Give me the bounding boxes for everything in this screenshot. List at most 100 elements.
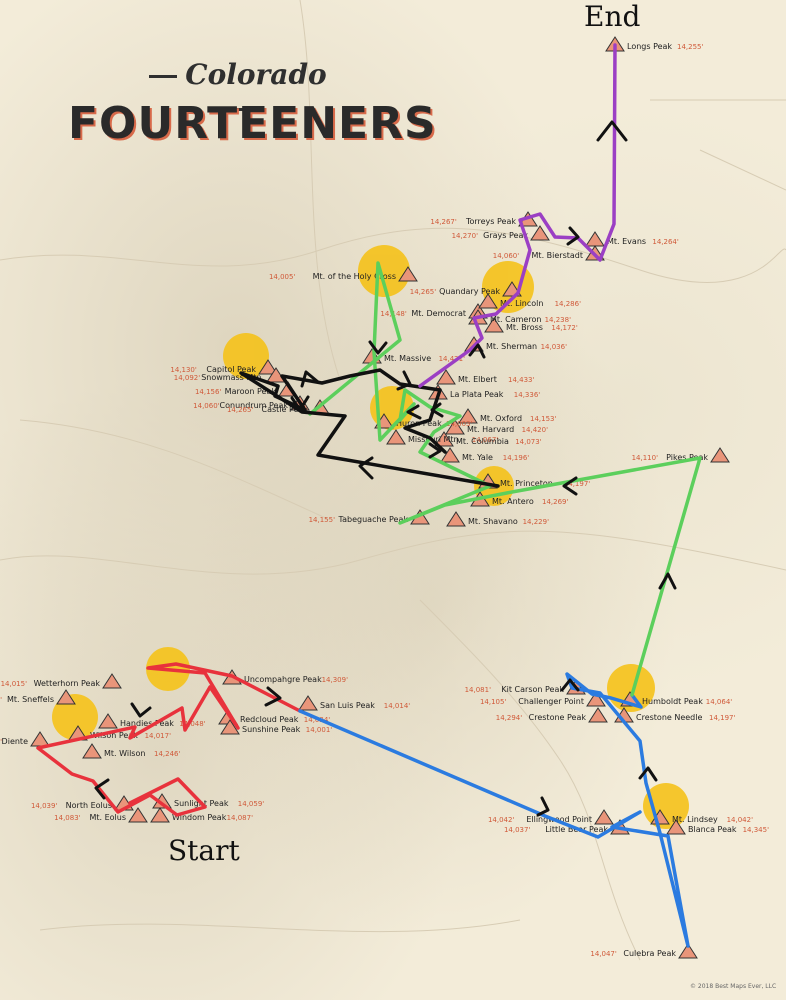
- peak-name: Mt. Harvard: [467, 425, 514, 434]
- peak-name: Torreys Peak: [465, 217, 516, 226]
- arrow-icon: [566, 226, 580, 246]
- peak-marker-icon: [678, 943, 698, 959]
- peak-elevation: 14,015': [1, 680, 27, 688]
- peak-marker-icon: [56, 689, 76, 705]
- direction-arrows: [94, 120, 677, 817]
- peak-elevation: 14,017': [145, 732, 171, 740]
- peak-marker-icon: [266, 367, 286, 383]
- peak-marker-icon: [458, 408, 478, 424]
- peak-elevation: 14,238': [545, 316, 571, 324]
- arrow-icon: [406, 404, 422, 420]
- peak-elevation: 14,229': [523, 518, 549, 526]
- peak-name: Mt. Sherman: [486, 342, 537, 351]
- peak-elevation: 14,153': [530, 415, 556, 423]
- peak-elevation: 14,060': [193, 402, 219, 410]
- peak-marker-icon: [128, 807, 148, 823]
- peak-marker-icon: [586, 691, 606, 707]
- peak-elevation: 14,420': [522, 426, 548, 434]
- peak-elevation: 14,294': [496, 714, 522, 722]
- peak-name: Mt. Evans: [607, 237, 646, 246]
- peak-name: Mt. Lincoln: [500, 299, 543, 308]
- peak-name: Mt. Wilson: [104, 749, 145, 758]
- peak-elevation: 14,083': [54, 814, 80, 822]
- peak-elevation: 14,005': [269, 273, 295, 281]
- peak-marker-icon: [98, 713, 118, 729]
- peak-elevation: 14,060': [493, 252, 519, 260]
- peak-elevation: 14,421': [439, 355, 465, 363]
- peak-name: Mt. Elbert: [458, 375, 497, 384]
- arrow-icon: [430, 402, 444, 418]
- peak-elevation: 14,003': [446, 420, 472, 428]
- highlight-marker: [223, 333, 269, 379]
- peak-name: Castle Peak: [262, 405, 309, 414]
- arrow-icon: [560, 678, 580, 692]
- peak-name: Mt. Sneffels: [7, 695, 54, 704]
- peak-name: Mt. Oxford: [480, 414, 522, 423]
- peak-name: Mt. Antero: [492, 497, 534, 506]
- peak-elevation: 14,073': [515, 438, 541, 446]
- arrow-icon: [300, 370, 320, 388]
- peak-marker-icon: [386, 429, 406, 445]
- peak-elevation: 14,150': [0, 696, 2, 704]
- peak-elevation: 14,246': [154, 750, 180, 758]
- peak-name: Quandary Peak: [439, 287, 500, 296]
- peak-elevation: 14,264': [652, 238, 678, 246]
- arrow-icon: [94, 778, 110, 800]
- terrain-lines: [0, 0, 786, 961]
- arrow-icon: [358, 456, 374, 480]
- peak-name: Mt. Democrat: [411, 309, 466, 318]
- peak-name: Culebra Peak: [623, 949, 676, 958]
- peak-elevation: 14,130': [170, 366, 196, 374]
- peak-elevation: 14,039': [31, 802, 57, 810]
- route-blue: [298, 672, 690, 948]
- peak-elevation: 14,156': [195, 388, 221, 396]
- peak-name: Mt. Bross: [506, 323, 543, 332]
- peak-elevation: 14,433': [508, 376, 534, 384]
- peak-name: Uncompahgre Peak: [244, 675, 322, 684]
- peak-elevation: 14,048': [179, 720, 205, 728]
- peak-name: Mt. Columbia: [456, 437, 509, 446]
- peak-name: Kit Carson Peak: [501, 685, 564, 694]
- highlight-marker: [482, 261, 534, 313]
- peak-marker-icon: [82, 743, 102, 759]
- peak-name: Pikes Peak: [666, 453, 708, 462]
- peak-name: Tabeguache Peak: [338, 515, 409, 524]
- peak-marker-icon: [440, 447, 460, 463]
- peak-name: Blanca Peak: [688, 825, 737, 834]
- peak-elevation: 14,037': [504, 826, 530, 834]
- arrow-icon: [264, 686, 282, 707]
- peak-elevation: 14,047': [590, 950, 616, 958]
- peak-marker-icon: [530, 225, 550, 241]
- peak-name: Missouri Mtn.: [408, 435, 461, 444]
- peak-elevation: 14,267': [430, 218, 456, 226]
- peak-elevation: 14,336': [514, 391, 540, 399]
- peak-name: Mt. Eolus: [89, 813, 126, 822]
- peak-elevation: 14,042': [727, 816, 753, 824]
- peak-marker-icon: [434, 431, 454, 447]
- peak-elevation: 14,105': [480, 698, 506, 706]
- peak-name: La Plata Peak: [450, 390, 504, 399]
- arrow-icon: [428, 442, 442, 459]
- peak-name: Crestone Needle: [636, 713, 702, 722]
- peak-name: Grays Peak: [483, 231, 528, 240]
- peak-elevation: 14,059': [238, 800, 264, 808]
- arrow-icon: [638, 766, 658, 782]
- peak-elevation: 14,197': [564, 480, 590, 488]
- highlight-marker: [358, 245, 410, 297]
- peak-name: San Luis Peak: [320, 701, 375, 710]
- peak-name: Wilson Peak: [90, 731, 138, 740]
- peak-elevation: 14,345': [743, 826, 769, 834]
- highlight-marker: [52, 694, 98, 740]
- peak-elevation: 14,064': [706, 698, 732, 706]
- peak-marker-icon: [445, 419, 465, 435]
- arrow-icon: [396, 370, 412, 391]
- peak-name: Conundrum Peak: [220, 401, 289, 410]
- peak-marker-icon: [588, 707, 608, 723]
- peak-elevation: 14,196': [503, 454, 529, 462]
- peak-name: Mt. Yale: [462, 453, 493, 462]
- peak-elevation: 14,001': [306, 726, 332, 734]
- peak-name: Sunshine Peak: [242, 725, 301, 734]
